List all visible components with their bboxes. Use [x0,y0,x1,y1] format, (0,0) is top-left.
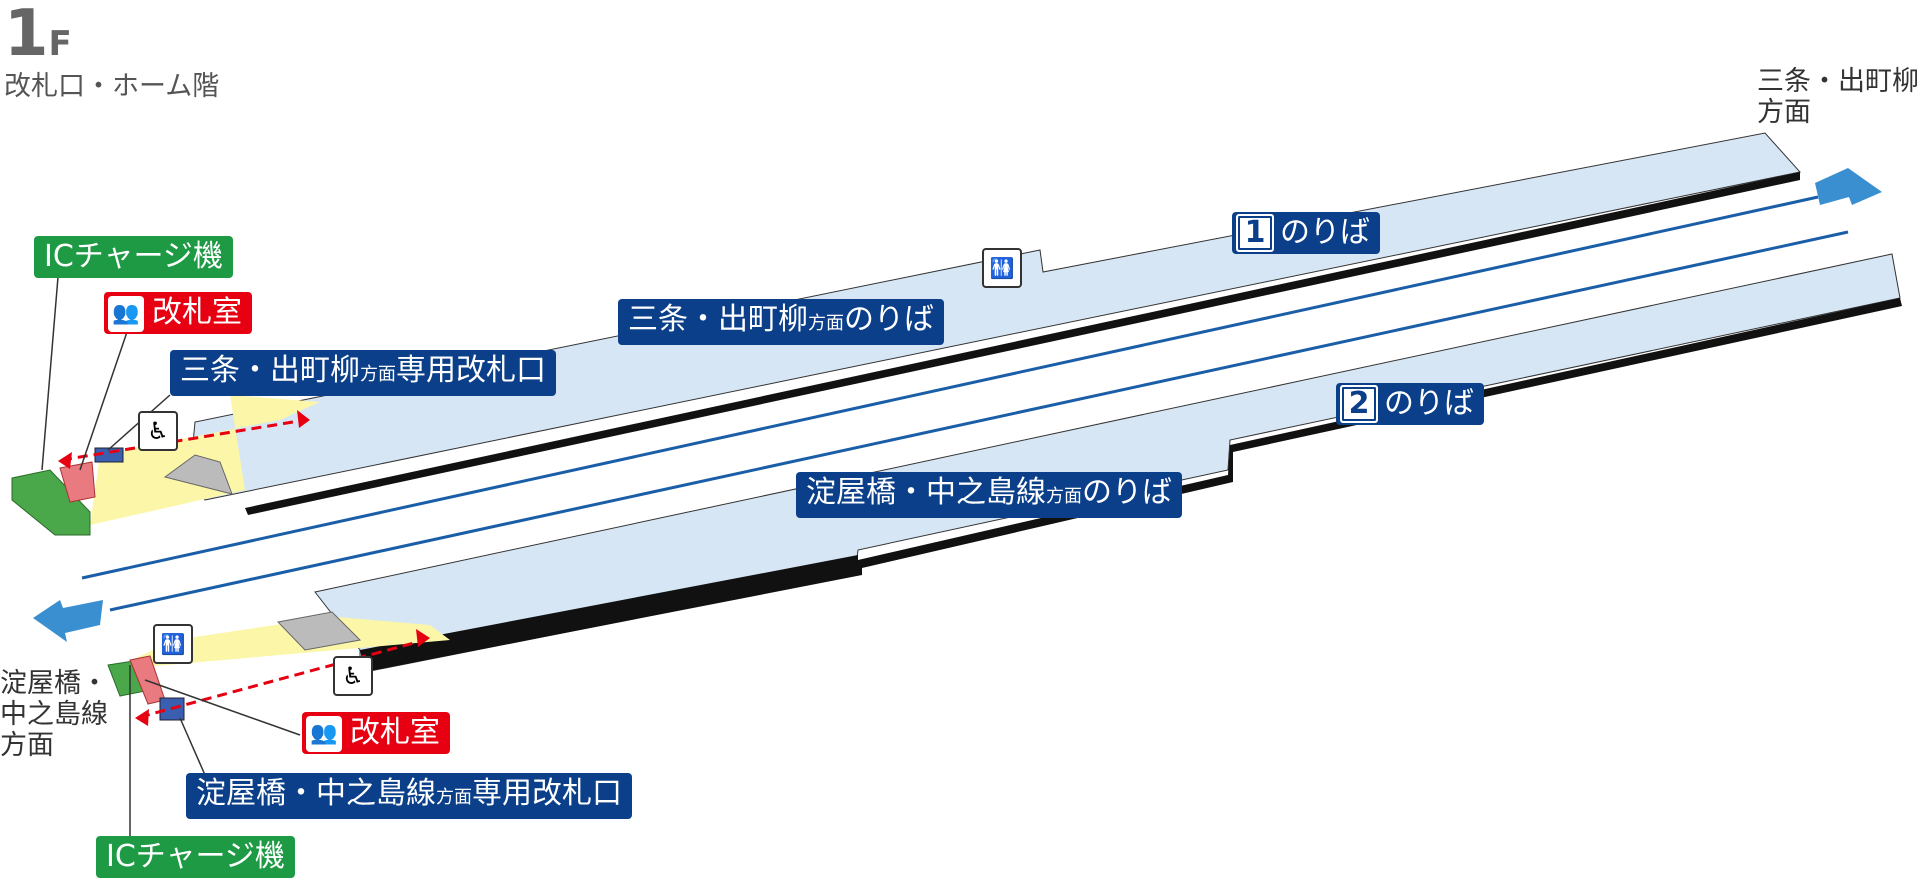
track-1 [81,195,1819,580]
floor-number-unit: F [48,24,72,64]
walk-arrow-top-right [297,410,310,428]
direction-top-right-line2: 方面 [1757,97,1811,128]
kaisatsu-label-top-text: 改札室 [152,295,242,330]
gate-label-top-tail: 専用改札口 [396,353,546,388]
direction-bottom-left-line1: 淀屋橋・ [0,668,108,699]
ic-charge-label-bottom: ICチャージ機 [96,836,295,878]
platform-1-text: のりば [1280,215,1370,250]
ic-charge-machine-top [11,469,91,536]
platform-2-direction-label: 淀屋橋・中之島線方面のりば [796,472,1182,518]
platform-1-number: 1 [1236,214,1274,252]
station-staff-icon: 👥 [306,716,342,752]
gate-label-bottom: 淀屋橋・中之島線方面専用改札口 [186,773,632,819]
direction-top-right: 三条・出町柳 方面 [1757,66,1919,128]
platform-2-direction-small: 方面 [1046,486,1082,507]
station-staff-icon: 👥 [108,296,144,332]
direction-arrow-icon [1815,168,1882,205]
direction-bottom-left: 淀屋橋・ 中之島線 方面 [0,668,108,761]
walk-path-top [61,418,306,462]
walk-arrow-bottom-right [416,629,430,647]
wheelchair-icon: ♿ [138,411,178,451]
stairs-top [163,454,233,495]
ic-charge-label-top: ICチャージ機 [34,236,233,278]
toilet-icon: 🚻 [982,248,1022,288]
platform-2 [314,253,1901,674]
wheelchair-icon: ♿ [333,656,373,696]
kaisatsu-label-bottom: 👥改札室 [302,712,450,754]
platform-2-edge [360,298,1902,672]
kaisatsu-label-bottom-text: 改札室 [350,715,440,750]
gate-label-bottom-small: 方面 [436,787,472,808]
platform-2-text: のりば [1384,386,1474,421]
platform-1-direction-tail: のりば [844,302,934,337]
floor-subtitle: 改札口・ホーム階 [4,71,220,102]
platform-1-direction-main: 三条・出町柳 [628,302,808,337]
platform-1-direction-small: 方面 [808,313,844,334]
callout-line [144,679,301,736]
platform-2-number: 2 [1340,385,1378,423]
direction-bottom-left-line2: 中之島線 [0,699,108,730]
toilet-icon: 🚻 [153,624,193,664]
gate-label-top-main: 三条・出町柳 [180,353,360,388]
walk-path-bottom [139,638,426,719]
platform-1-edge [245,172,1800,515]
platform-1-direction-label: 三条・出町柳方面のりば [618,299,944,345]
callout-line [79,331,128,471]
gate-label-top: 三条・出町柳方面専用改札口 [170,350,556,396]
track-2 [109,230,1849,612]
platform-2-direction-tail: のりば [1082,475,1172,510]
walk-arrow-top-left [58,452,72,469]
floor-number: 1F [4,2,72,66]
floor-number-digit: 1 [4,0,49,71]
gate-label-bottom-tail: 専用改札口 [472,776,622,811]
gate-label-bottom-main: 淀屋橋・中之島線 [196,776,436,811]
direction-top-right-line1: 三条・出町柳 [1757,66,1919,97]
callout-line [41,276,59,471]
platform-1 [189,132,1801,501]
platform-2-direction-main: 淀屋橋・中之島線 [806,475,1046,510]
direction-bottom-left-line3: 方面 [0,730,54,761]
callout-line [179,717,206,776]
kaisatsu-label-top: 👥改札室 [104,292,252,334]
stairs-bottom [276,611,362,651]
concourse-bottom [110,615,450,670]
gate-label-top-small: 方面 [360,364,396,385]
direction-arrow-icon [33,600,103,642]
walk-arrow-bottom-left [135,709,149,726]
